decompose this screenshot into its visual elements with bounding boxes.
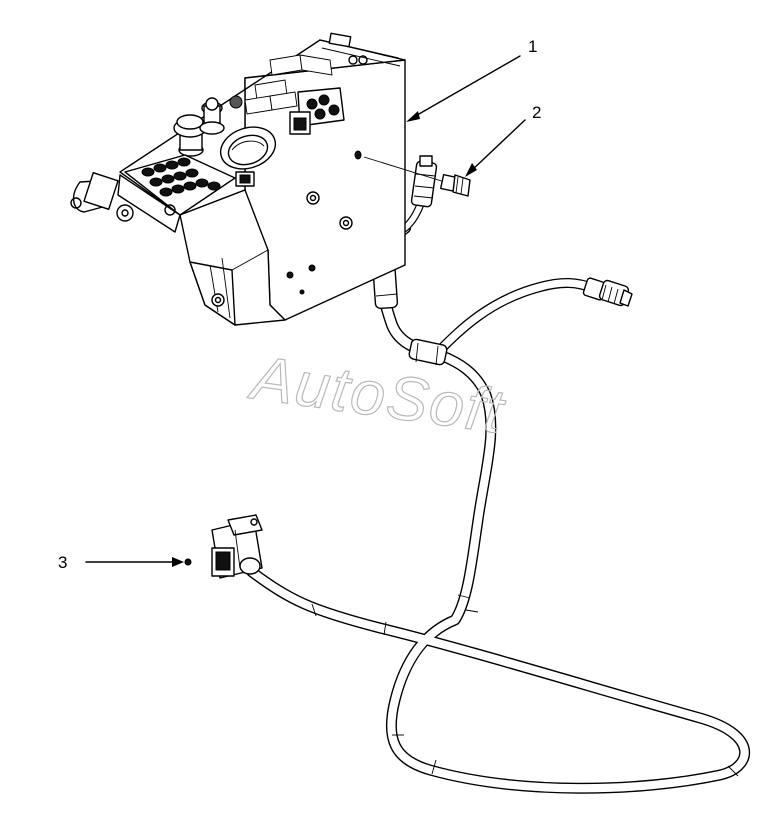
- harness-connector-upper: [410, 155, 438, 208]
- switch-cluster: [229, 55, 368, 135]
- callout-label-3: 3: [58, 553, 67, 572]
- bolt-item-2: [363, 156, 471, 197]
- callout-label-1: 1: [528, 37, 537, 56]
- harness-connector-right: [582, 277, 633, 307]
- watermark-text: AutoSoft: [244, 343, 510, 447]
- side-handle: [70, 172, 181, 233]
- callout-3: 3: [58, 553, 184, 572]
- side-bolts: [211, 191, 353, 307]
- callout-1: 1: [406, 37, 537, 122]
- control-console: [70, 32, 406, 326]
- socket-item-3: [184, 514, 263, 579]
- callout-label-2: 2: [532, 103, 541, 122]
- keypad: [124, 154, 255, 216]
- stop-knob: [173, 114, 207, 157]
- joystick: [199, 97, 225, 135]
- callout-2: 2: [465, 103, 541, 177]
